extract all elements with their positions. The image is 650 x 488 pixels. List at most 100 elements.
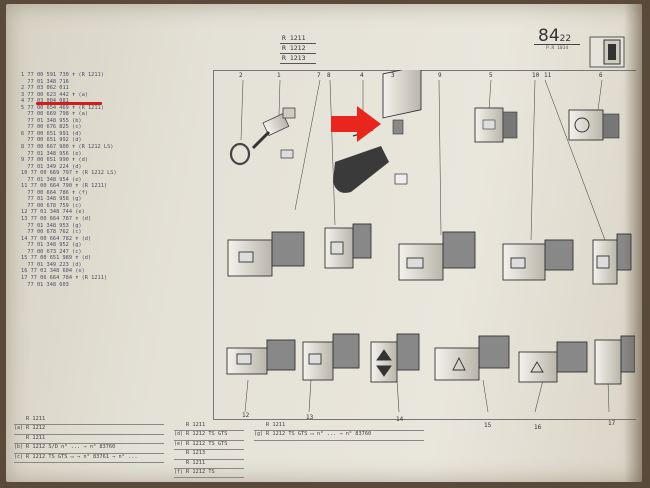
legend-value: R 1211 (186, 459, 206, 466)
legend-key: (c) (14, 453, 24, 460)
callout-number: 12 (242, 412, 250, 419)
parts-list-row: 11 77 00 664 790 ✝ (R 1211) (21, 183, 108, 190)
parts-list-row: 77 00 669 798 ✝ (a) (21, 111, 88, 118)
parts-list-row: 77 01 348 954 (e) (21, 176, 82, 183)
parts-list: 1 77 00 591 730 ✝ (R 1211) 77 01 348 716… (21, 72, 117, 288)
switch-part-8 (324, 223, 372, 269)
legend-row: (c)R 1212 TS GTS ▭ → n° 83761 → n° ... (14, 454, 164, 463)
legend-key: (e) (174, 440, 184, 447)
page-code: P.R 1014 (546, 46, 569, 51)
callout-number: 9 (438, 72, 442, 79)
parts-list-row: 10 77 00 669 797 ✝ (R 1212 LS) (21, 170, 117, 177)
callout-number: 8 (327, 72, 331, 79)
callout-number: 14 (396, 416, 404, 423)
legend-value: R 1212 S/D n° ... → n° 83760 (26, 444, 116, 451)
page-number-main: 84 (538, 26, 560, 46)
callout-number: 11 (544, 72, 552, 79)
legend-key: (b) (14, 444, 24, 451)
parts-list-row: 77 01 349 223 (d) (21, 261, 82, 268)
parts-list-row: 16 77 01 348 604 (e) (21, 268, 85, 275)
parts-list-row: 14 77 00 664 782 ✝ (d) (21, 235, 92, 242)
legend-row: R 1211 (14, 416, 164, 426)
legend-row: (e)R 1212 TS GTS (174, 440, 244, 451)
parts-list-row: 77 00 678 762 (c) (21, 229, 82, 236)
legend-key: (f) (174, 468, 184, 475)
parts-list-row: 77 01 349 224 (d) (21, 163, 82, 170)
legend-value: R 1212 TS (186, 468, 215, 475)
legend-row: (a)R 1212 (14, 425, 164, 435)
legend-row: (d)R 1212 TS GTS (174, 431, 244, 441)
switch-part-6 (568, 109, 620, 141)
switch-part-9 (398, 231, 476, 281)
switch-part-11 (592, 233, 632, 285)
legend-right: R 1211(g)R 1212 TS GTS ▭ n° ... → n° 837… (254, 422, 424, 441)
parts-list-row: 77 01 348 956 (e) (21, 150, 82, 157)
legend-row: R 1211 (254, 422, 424, 432)
parts-list-row: 77 01 348 603 (21, 281, 69, 288)
parts-list-row: 13 77 00 664 787 ✝ (d) (21, 216, 92, 223)
parts-list-row: 77 00 678 759 (c) (21, 202, 82, 209)
thumbnail-switch-icon (589, 36, 625, 68)
legend-key: (d) (174, 431, 184, 438)
parts-list-row: 9 77 00 651 990 ✝ (d) (21, 157, 88, 164)
legend-value: R 1212 TS GTS ▭ n° ... → n° 83760 (266, 431, 372, 438)
callout-number: 2 (239, 72, 243, 79)
callout-number: 5 (489, 72, 493, 79)
legend-key: (a) (14, 425, 24, 432)
switch-part-5 (474, 107, 518, 143)
parts-list-row: 17 77 06 664 784 ✝ (R 1211) (21, 274, 108, 281)
switch-part-10 (502, 239, 574, 281)
switch-part-16 (518, 341, 588, 383)
legend-value: R 1213 (186, 450, 206, 457)
parts-list-row: 4 77 03 004 081 (21, 98, 69, 105)
callout-number: 10 (532, 72, 540, 79)
switch-part-12 (226, 339, 296, 375)
catalog-page: R 1211 R 1212 R 1213 8422 P.R 1014 1 77 … (6, 4, 642, 482)
parts-list-row: 15 77 00 651 989 ✝ (d) (21, 255, 92, 262)
legend-value: R 1211 (266, 422, 286, 428)
parts-list-row: 5 77 00 654 469 ✝ (R 1211) (21, 104, 104, 111)
parts-list-row: 77 01 348 958 (g) (21, 196, 82, 203)
legend-row: R 1213 (174, 450, 244, 460)
legend-row: R 1211 (174, 422, 244, 432)
parts-list-row: 77 00 651 992 (d) (21, 137, 82, 144)
parts-list-row: 6 77 00 651 991 (d) (21, 130, 82, 137)
switch-part-13 (302, 333, 360, 381)
switch-part-15 (434, 335, 510, 381)
callout-number: 1 (277, 72, 281, 79)
legend-value: R 1212 TS GTS ▭ → n° 83761 → n° ... (26, 453, 138, 460)
parts-list-row: 77 00 676 825 (c) (21, 124, 82, 131)
switch-part-14 (370, 333, 420, 383)
exploded-parts-drawing (226, 70, 635, 413)
callout-number: 6 (599, 72, 603, 79)
drawing-frame (213, 70, 636, 420)
legend-value: R 1212 TS GTS (186, 431, 228, 438)
callout-number: 4 (360, 72, 364, 79)
page-number: 8422 (538, 26, 571, 46)
legend-key: (g) (254, 431, 264, 438)
legend-row: R 1211 (174, 460, 244, 469)
highlight-underline (36, 102, 102, 105)
parts-list-row: 77 00 673 247 (c) (21, 248, 82, 255)
callout-number: 13 (306, 414, 314, 421)
legend-row: (b)R 1212 S/D n° ... → n° 83760 (14, 444, 164, 454)
callout-number: 17 (608, 420, 616, 427)
legend-value: R 1211 (26, 434, 46, 441)
parts-list-row: 3 77 00 623 442 ✝ (a) (21, 91, 88, 98)
switch-row-bottom (226, 333, 635, 385)
parts-list-row: 77 01 348 952 (g) (21, 242, 82, 249)
callout-number: 7 (317, 72, 321, 79)
parts-list-row: 77 01 348 716 (21, 78, 69, 85)
legend-value: R 1212 (26, 425, 46, 432)
legend-value: R 1211 (26, 416, 46, 422)
callout-number: 15 (484, 422, 492, 429)
parts-list-row: 12 77 01 348 744 (e) (21, 209, 85, 216)
legend-value: R 1211 (186, 422, 206, 428)
red-arrow-icon (331, 106, 381, 142)
callout-number: 3 (391, 72, 395, 79)
header-rule (534, 44, 580, 45)
parts-list-row: 2 77 03 062 011 (21, 85, 69, 92)
switch-part-7 (227, 231, 305, 277)
